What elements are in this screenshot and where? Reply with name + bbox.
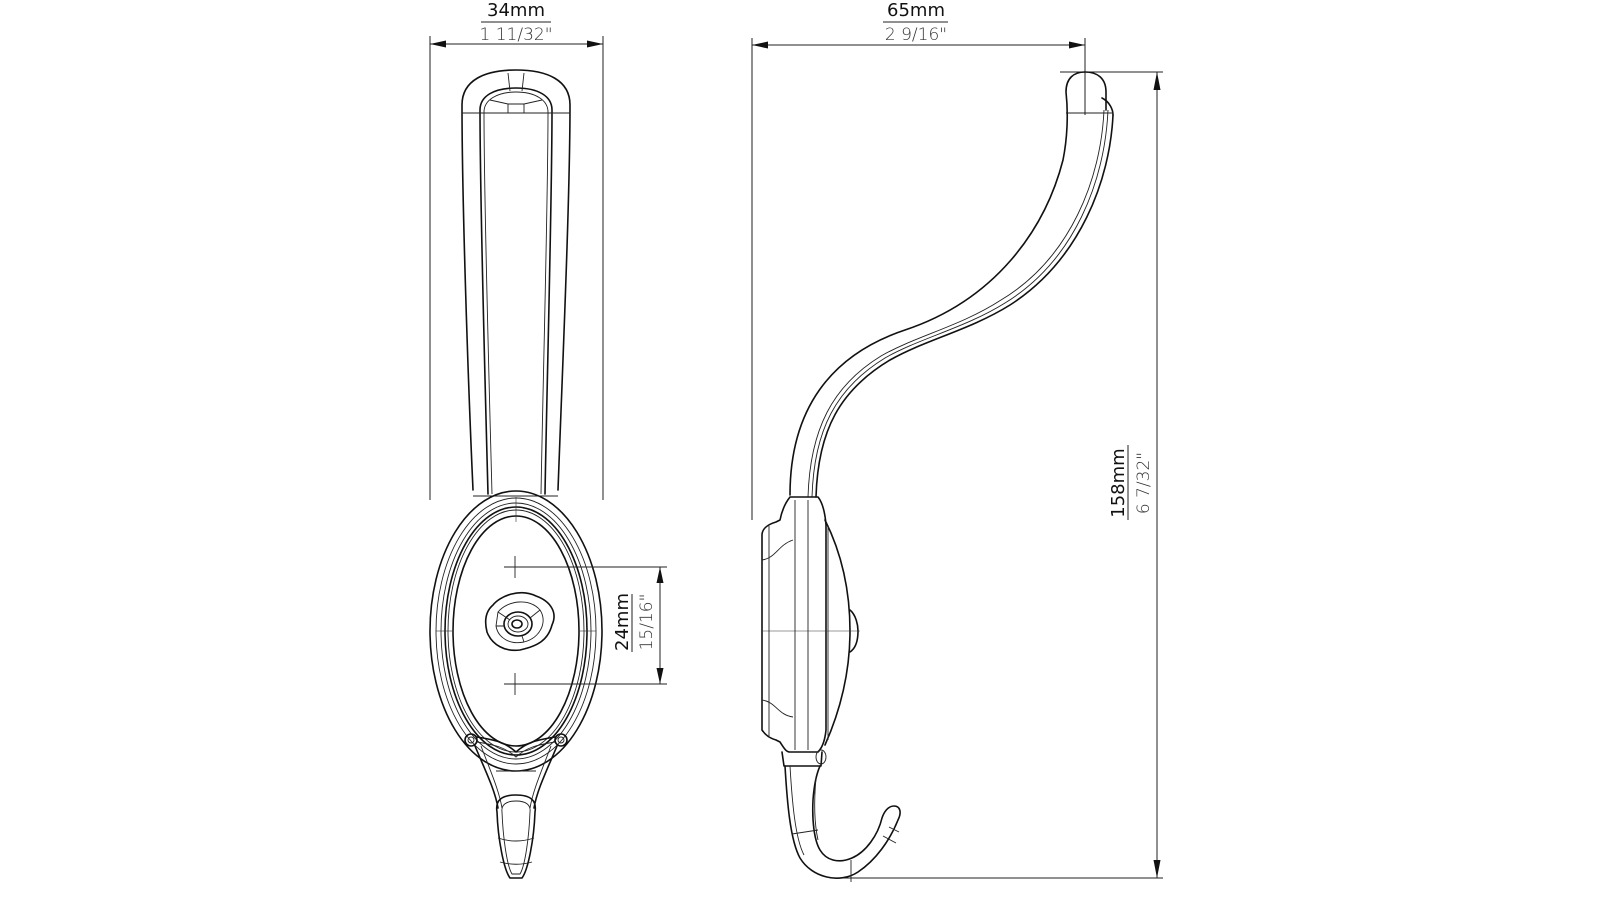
side-depth-mm: 65mm: [887, 0, 945, 21]
upper-arm-side: [789, 71, 1114, 498]
lower-hook-side: [781, 749, 901, 882]
screw-hole-marker-bottom: [504, 673, 526, 695]
oval-backplate: [429, 490, 603, 772]
hole-spacing-mm: 24mm: [612, 593, 633, 651]
overall-height-inch: 6 7/32": [1134, 452, 1154, 514]
hole-spacing-inch: 15/16": [637, 594, 657, 651]
dimension-front-width: 34mm 1 11/32": [429, 0, 604, 500]
front-width-inch: 1 11/32": [479, 25, 552, 45]
lower-hook-front: [464, 733, 568, 879]
side-view: 65mm 2 9/16" 158mm 6 7/32": [751, 0, 1163, 882]
overall-height-mm: 158mm: [1108, 448, 1129, 517]
front-view: 34mm 1 11/32": [429, 0, 667, 879]
upper-arm-front: [461, 69, 571, 495]
side-depth-inch: 2 9/16": [885, 25, 947, 45]
dimension-side-depth: 65mm 2 9/16": [751, 0, 1086, 520]
rosette-ornament: [484, 591, 555, 652]
backplate-side: [761, 496, 860, 753]
dimension-overall-height: 158mm 6 7/32": [830, 71, 1163, 879]
dimension-hole-spacing: 24mm 15/16": [526, 566, 667, 685]
front-width-mm: 34mm: [487, 0, 545, 21]
screw-hole-marker-top: [504, 556, 526, 578]
